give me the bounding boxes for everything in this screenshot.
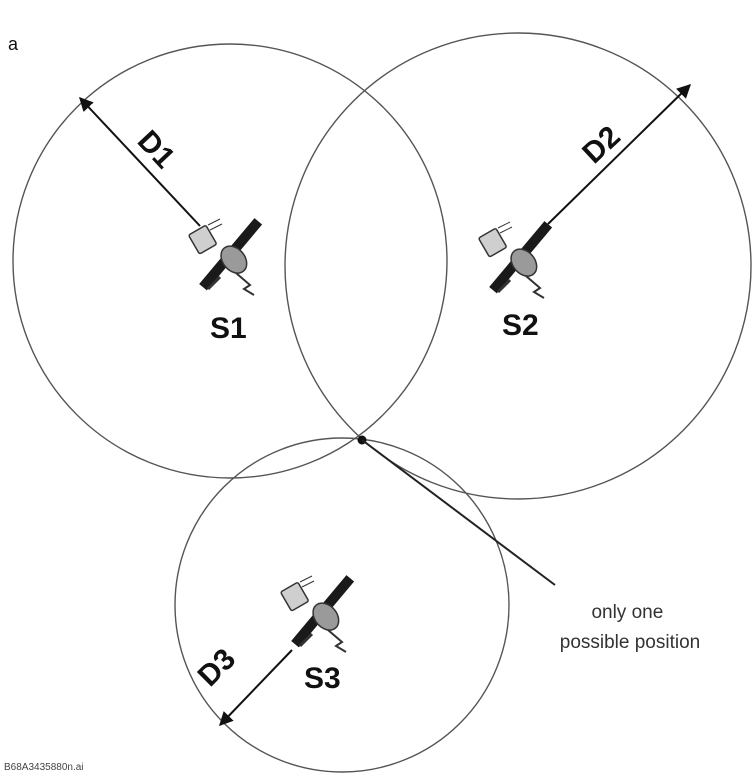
annotation-line-1: only one: [591, 602, 663, 623]
satellite-label-s3: S3: [304, 662, 341, 695]
satellite-icon: [188, 218, 262, 295]
satellite-icon: [478, 221, 552, 298]
satellite-label-s2: S2: [502, 309, 539, 342]
file-reference: B68A3435880n.ai: [4, 762, 84, 773]
distance-label-d1: D1: [131, 124, 181, 175]
distance-arrow-d2: [548, 85, 690, 224]
annotation-text: only one possible position: [560, 602, 700, 653]
annotation-leader-line: [362, 440, 555, 585]
annotation-line-2: possible position: [560, 632, 700, 653]
distance-arrow-d1: [80, 98, 200, 226]
distance-label-d2: D2: [576, 120, 627, 170]
distance-label-d3: D3: [192, 642, 242, 692]
satellite-icon: [280, 575, 354, 652]
satellite-label-s1: S1: [210, 312, 247, 345]
corner-mark: a: [8, 34, 19, 54]
range-circle-s3: [175, 438, 509, 772]
